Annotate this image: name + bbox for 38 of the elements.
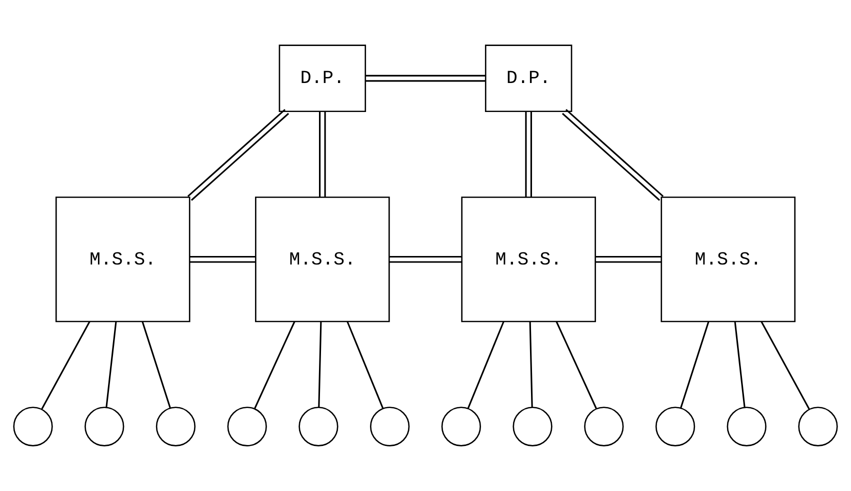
node-circle bbox=[726, 406, 766, 446]
node-circle bbox=[584, 406, 624, 446]
connector bbox=[106, 321, 117, 408]
node-circle bbox=[441, 406, 481, 446]
connector bbox=[190, 256, 256, 263]
node-circle bbox=[798, 406, 838, 446]
connector bbox=[556, 321, 598, 410]
connector bbox=[734, 321, 746, 408]
connector bbox=[760, 321, 810, 410]
node-circle bbox=[512, 406, 552, 446]
node-box: D.P. bbox=[278, 44, 366, 112]
node-circle bbox=[156, 406, 196, 446]
node-box: D.P. bbox=[484, 44, 572, 112]
connector bbox=[680, 321, 710, 408]
connector bbox=[366, 74, 486, 82]
connector bbox=[187, 108, 290, 201]
connector bbox=[346, 321, 384, 409]
connector bbox=[562, 108, 664, 201]
node-circle bbox=[227, 406, 267, 446]
node-circle bbox=[655, 406, 696, 446]
connector bbox=[596, 256, 662, 263]
connector bbox=[389, 256, 462, 263]
node-circle bbox=[84, 406, 124, 446]
node-circle bbox=[370, 406, 410, 446]
connector bbox=[525, 112, 532, 198]
connector bbox=[254, 321, 296, 410]
connector bbox=[318, 321, 322, 408]
node-box: M.S.S. bbox=[55, 196, 190, 322]
connector bbox=[41, 321, 90, 410]
node-circle bbox=[13, 406, 53, 446]
connector bbox=[529, 321, 533, 408]
connector bbox=[467, 321, 504, 409]
connector bbox=[318, 112, 326, 198]
node-circle bbox=[298, 406, 338, 446]
node-box: M.S.S. bbox=[255, 196, 390, 322]
node-box: M.S.S. bbox=[461, 196, 596, 322]
connector bbox=[142, 321, 171, 408]
node-box: M.S.S. bbox=[660, 196, 796, 322]
